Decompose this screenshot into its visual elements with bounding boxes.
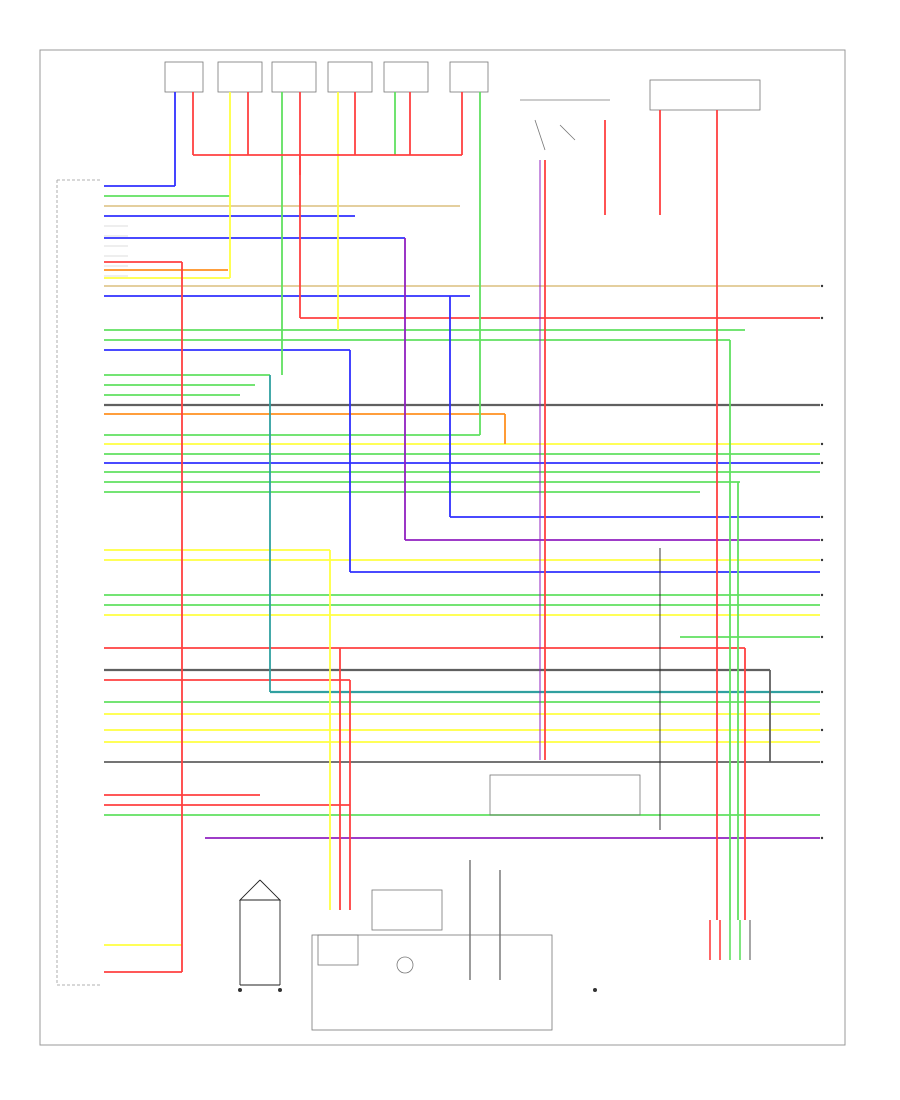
- fuse-box: [371, 889, 443, 931]
- injector-5-box: [383, 61, 429, 93]
- control-module-box: [489, 774, 641, 816]
- injector-group: [164, 61, 489, 93]
- injector-6-box: [449, 61, 489, 93]
- ecm-pin-stubs: [104, 185, 128, 297]
- diagram-frame: [39, 49, 846, 1046]
- injector-1-box: [164, 61, 204, 93]
- right-terminals: [820, 284, 824, 840]
- vertical-wires: [174, 92, 771, 972]
- control-lines: [238, 548, 661, 986]
- sensor-left-2: [278, 988, 282, 992]
- injector-power-bus: [193, 154, 462, 175]
- injector-4-box: [327, 61, 373, 93]
- coil-pack: [317, 934, 359, 966]
- relay-group: [520, 79, 761, 151]
- distributor-box: [311, 934, 553, 1031]
- horizontal-wires: [104, 185, 820, 973]
- injector-2-box: [217, 61, 263, 93]
- bottom-components: [311, 774, 641, 1031]
- sensor-connectors: [238, 988, 597, 992]
- distributor-rotor: [396, 956, 414, 974]
- sensor-left-1: [238, 988, 242, 992]
- bottom-right-connector: [709, 920, 751, 960]
- injector-3-box: [271, 61, 317, 93]
- sensor-mid: [593, 988, 597, 992]
- main-relay-box: [649, 79, 761, 111]
